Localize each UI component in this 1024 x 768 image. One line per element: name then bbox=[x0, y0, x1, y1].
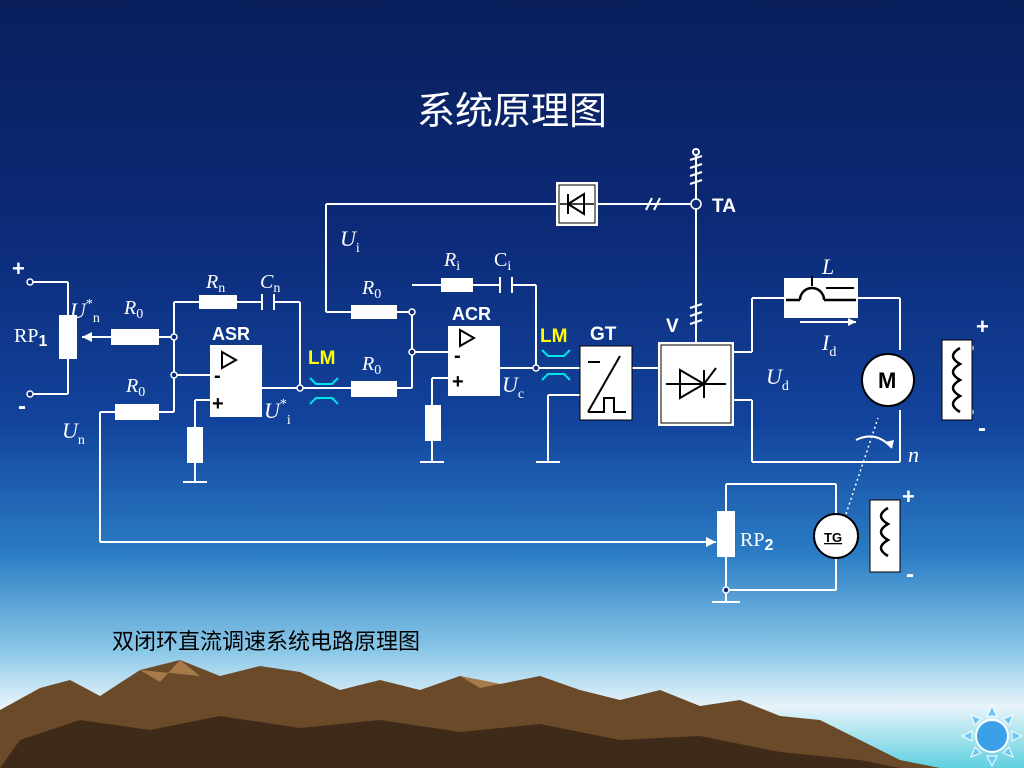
plus-left-label: + bbox=[12, 256, 25, 281]
motor bbox=[861, 339, 973, 421]
sun-icon bbox=[960, 704, 1024, 768]
asr-ground-resistor bbox=[187, 427, 203, 463]
asr-label: ASR bbox=[212, 324, 250, 344]
acr-ground-resistor bbox=[425, 405, 441, 441]
ui-star-label: U*i bbox=[264, 397, 291, 428]
gt-block bbox=[579, 345, 633, 421]
ud-label: Ud bbox=[766, 364, 789, 394]
minus-left-label: - bbox=[18, 393, 26, 420]
cn-label: Cn bbox=[260, 271, 280, 296]
ri-label: Ri bbox=[443, 249, 460, 274]
acr-minus-label: - bbox=[454, 345, 461, 367]
r0-a-resistor bbox=[111, 329, 159, 345]
labels: + - RP1 U*n R0 R0 Un Rn Cn ASR - + + U*i… bbox=[12, 196, 989, 588]
lm1-icon bbox=[309, 377, 339, 405]
mountain-decoration bbox=[0, 660, 940, 768]
r0-b-resistor bbox=[115, 404, 159, 420]
acr-label: ACR bbox=[452, 304, 491, 324]
rp1-label: RP1 bbox=[14, 325, 47, 350]
motor-plus-label: + bbox=[976, 314, 989, 339]
slide-title: 系统原理图 bbox=[416, 89, 607, 133]
rp2-wiper-arrow bbox=[706, 537, 716, 547]
v-label: V bbox=[666, 316, 679, 337]
asr-block bbox=[210, 345, 262, 417]
tachogenerator bbox=[813, 417, 901, 573]
ta-rectifier-box bbox=[556, 182, 598, 226]
rp2-label: RP2 bbox=[740, 529, 773, 554]
rp1-wiper-arrow bbox=[82, 332, 92, 342]
current-transformer-marks bbox=[645, 148, 703, 325]
r0-a-label: R0 bbox=[123, 297, 143, 322]
rp2-resistor bbox=[717, 511, 735, 557]
n-label: n bbox=[908, 442, 919, 467]
lm2-icon bbox=[541, 349, 571, 381]
r0-d-label: R0 bbox=[361, 353, 381, 378]
uc-label: Uc bbox=[502, 372, 524, 402]
ui-label: Ui bbox=[340, 226, 360, 256]
asr-plus-label: + bbox=[212, 393, 224, 415]
rn-resistor bbox=[199, 295, 237, 309]
lm2-label: LM bbox=[540, 326, 567, 347]
thyristor-bridge-block bbox=[658, 342, 734, 426]
lm1-label: LM bbox=[308, 348, 335, 369]
motor-label: M bbox=[878, 368, 896, 393]
capacitors bbox=[261, 277, 513, 310]
ri-resistor bbox=[441, 278, 473, 292]
slide-caption: 双闭环直流调速系统电路原理图 bbox=[112, 630, 421, 655]
r0-c-resistor bbox=[351, 305, 397, 319]
r0-d-resistor bbox=[351, 381, 397, 397]
l-label: L bbox=[821, 254, 834, 279]
ta-label: TA bbox=[712, 196, 736, 217]
acr-plus-label: + bbox=[452, 371, 464, 393]
tg-label: TG bbox=[824, 530, 842, 545]
un-label: Un bbox=[62, 418, 85, 448]
acr-block bbox=[448, 326, 500, 396]
rn-label: Rn bbox=[205, 271, 225, 296]
r0-c-label: R0 bbox=[361, 277, 381, 302]
un-star-label: U*n bbox=[70, 297, 100, 326]
rp1-resistor bbox=[59, 315, 77, 359]
motor-minus-label: - bbox=[978, 415, 986, 442]
ci-label: Ci bbox=[494, 249, 511, 274]
resistors bbox=[59, 278, 735, 557]
tg-plus-label: + bbox=[902, 484, 915, 509]
acr-out-plus-label: + bbox=[482, 357, 494, 379]
inductor-l bbox=[784, 276, 858, 326]
r0-b-label: R0 bbox=[125, 375, 145, 400]
asr-minus-label: - bbox=[214, 365, 221, 387]
gt-label: GT bbox=[590, 324, 617, 345]
lm-icons bbox=[309, 349, 571, 405]
id-label: Id bbox=[821, 330, 836, 360]
tg-minus-label: - bbox=[906, 561, 914, 588]
asr-out-plus-label: + bbox=[244, 377, 256, 399]
